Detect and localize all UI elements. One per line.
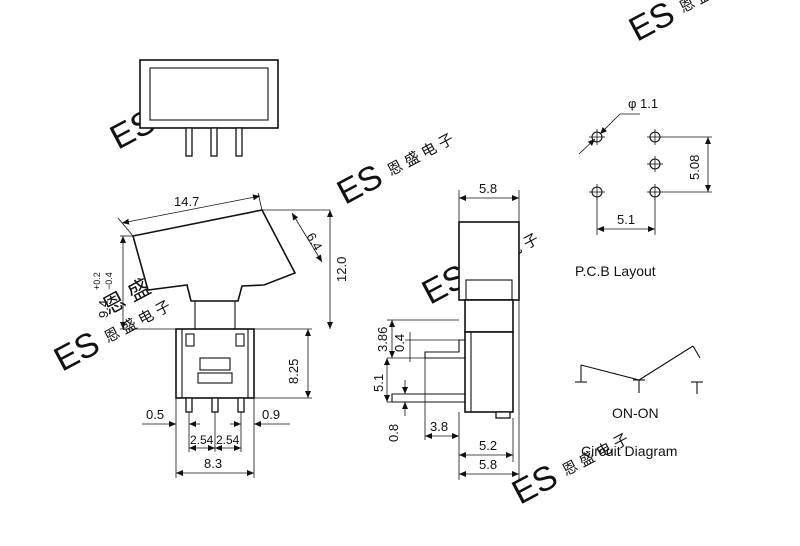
side-pin-lower: [391, 393, 465, 403]
dim-width-top: 14.7: [174, 194, 199, 209]
dim-rocker-height: 9.4: [96, 300, 111, 318]
pcb-col-pitch: 5.1: [617, 212, 635, 227]
watermark-brand: ES: [48, 324, 106, 379]
pcb-layout-title: P.C.B Layout: [575, 263, 656, 279]
pcb-hole: [647, 156, 663, 172]
pcb-hole: [589, 129, 605, 145]
front-pin: [211, 397, 219, 413]
side-stem: [464, 299, 514, 333]
dim-rocker-tol-minus: −0.4: [104, 272, 114, 290]
front-pin: [237, 397, 245, 413]
dim-rocker-tol-plus: +0.2: [92, 272, 102, 290]
circuit-type: ON-ON: [612, 405, 659, 421]
dim-side-width-top: 5.8: [479, 181, 497, 196]
dim-side-386: 3.86: [375, 327, 390, 352]
circuit-contact-right: [638, 345, 694, 381]
watermark-brand: ES: [331, 157, 389, 212]
dim-pin-offset-left: 0.5: [146, 407, 164, 422]
dim-side-04: 0.4: [392, 334, 407, 352]
watermark-brand: ES: [506, 457, 564, 512]
side-pin-upper: [424, 339, 465, 359]
pcb-row-pitch: 5.08: [687, 155, 702, 180]
dim-side-08: 0.8: [386, 424, 401, 442]
front-rocker: [131, 209, 297, 302]
pcb-hole: [589, 184, 605, 200]
top-view-rocker: [149, 67, 269, 121]
watermark-brand: ES: [623, 0, 681, 49]
dim-pin-offset-right: 0.9: [262, 407, 280, 422]
dim-pitch-1: 2.54: [190, 433, 214, 447]
watermark-chinese: 恩 盛 电 子: [385, 131, 457, 180]
pcb-hole-diameter: φ 1.1: [628, 96, 658, 111]
side-rocker: [458, 221, 520, 301]
dim-body-width: 8.3: [204, 456, 222, 471]
dim-side-width-bottom: 5.8: [479, 457, 497, 472]
circuit-diagram: ON-ON Circuit Diagram: [575, 345, 703, 459]
dim-rocker-thickness: 6.4: [303, 230, 325, 253]
top-view-pin: [210, 127, 218, 157]
dim-height-total: 12.0: [334, 257, 349, 282]
dim-pitch-2: 2.54: [216, 433, 240, 447]
front-stem: [194, 300, 236, 330]
pcb-layout: φ 1.1 5.08 5.1 P.C.B Layout: [575, 96, 712, 279]
top-view-pin: [185, 127, 193, 157]
dim-body-height: 8.25: [286, 359, 301, 384]
pcb-hole: [647, 129, 663, 145]
side-view: 5.8 3.86 0.4 5.1 0.8 3.8 5.2 5.8: [371, 181, 520, 480]
front-pin: [185, 397, 193, 413]
front-view: 14.7 6.4 12.0 9.4 +0.2 −0.4 8.25 0.5 0.9: [92, 192, 349, 478]
dim-side-52: 5.2: [479, 438, 497, 453]
side-foot: [495, 411, 511, 419]
front-body: [175, 328, 255, 399]
top-view-pin: [235, 127, 243, 157]
watermark-chinese: 恩 盛 电 子: [677, 0, 749, 17]
dim-side-51: 5.1: [371, 374, 386, 392]
top-view: [139, 59, 279, 157]
side-body: [464, 331, 514, 413]
top-view-housing: [139, 59, 279, 129]
circuit-contact-left: [580, 364, 640, 381]
circuit-title: Circuit Diagram: [581, 443, 677, 459]
pcb-hole: [647, 184, 663, 200]
dim-side-38: 3.8: [430, 419, 448, 434]
front-body-window: [199, 357, 231, 371]
